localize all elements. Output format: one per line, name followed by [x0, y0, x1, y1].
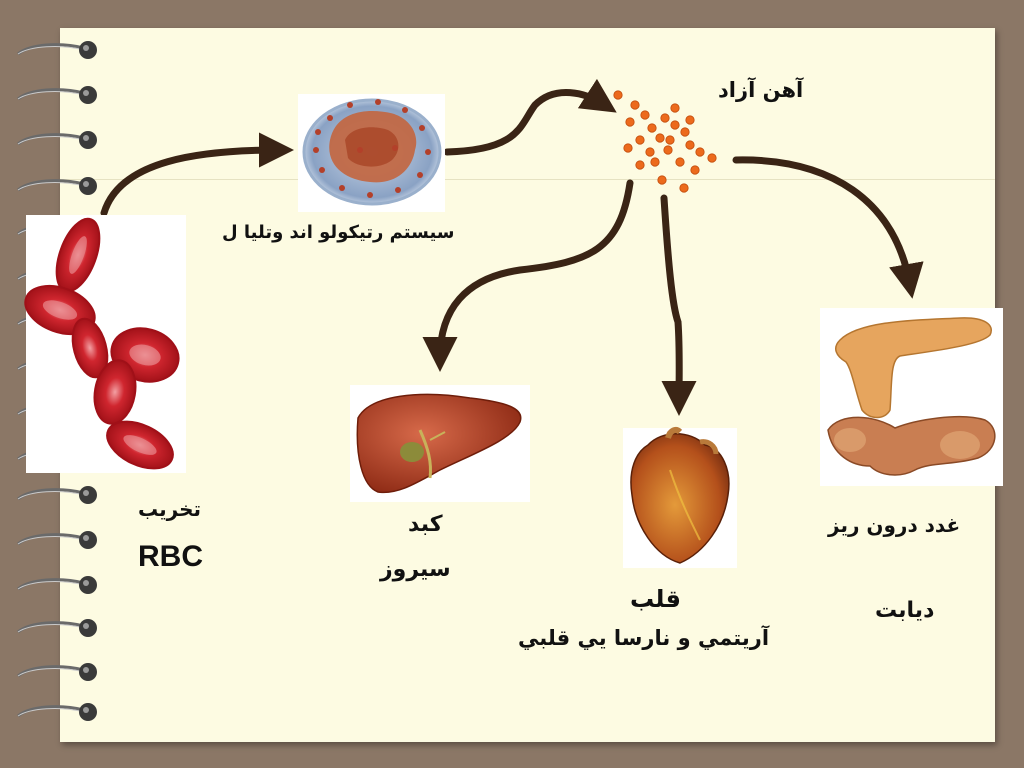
heart-effect-label: آريتمي و نارسا يي قلبي	[518, 626, 770, 650]
arrow-iron-to-liver	[422, 179, 634, 372]
heart-label: قلب	[630, 585, 681, 613]
destruction-label: تخريب	[138, 497, 202, 521]
free-iron-label: آهن آزاد	[718, 78, 804, 102]
rbc-label: RBC	[138, 540, 203, 573]
macrophage-cell-icon	[298, 94, 445, 212]
page-rule-line	[60, 179, 995, 180]
liver-label: کبد	[408, 512, 443, 537]
reticuloendothelial-label: سيستم رتيكولو اند وتليا ل	[222, 222, 455, 243]
liver-icon	[350, 385, 530, 502]
pancreas-icon	[820, 308, 1003, 486]
arrow-iron-to-endocrine	[732, 156, 924, 299]
diabetes-label: ديابت	[875, 598, 935, 623]
heart-icon	[623, 427, 737, 568]
cirrhosis-label: سيروز	[380, 557, 451, 582]
endocrine-label: غدد درون ريز	[828, 513, 961, 537]
arrow-reticulo-to-iron	[443, 78, 617, 156]
arrow-rbc-to-reticulo	[100, 132, 294, 217]
iron-particles-icon	[613, 90, 717, 193]
red-blood-cell-icon	[24, 215, 186, 473]
arrow-iron-to-heart	[660, 194, 697, 416]
